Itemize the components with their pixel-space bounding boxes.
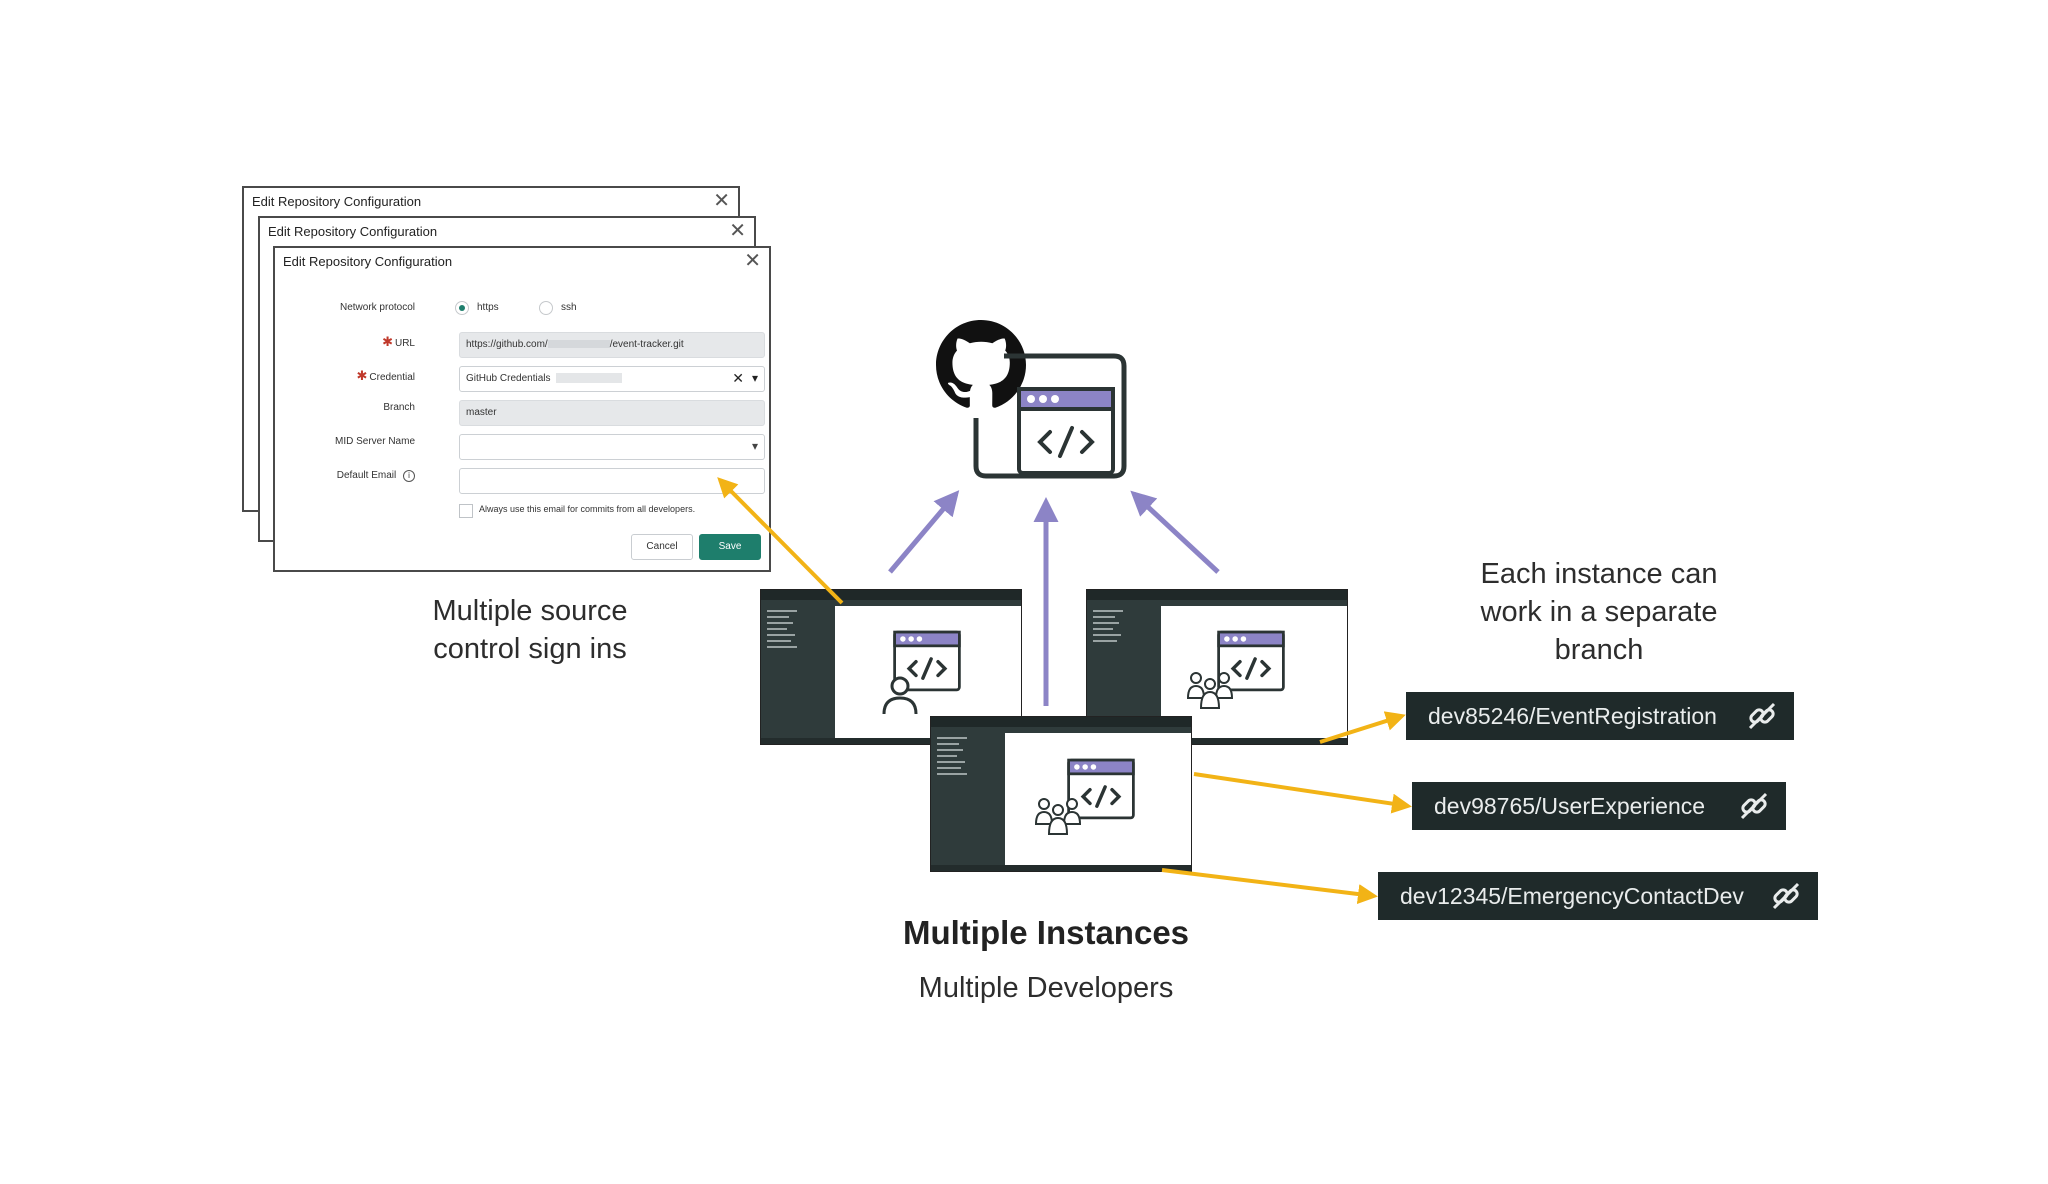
branch-name: dev85246/EventRegistration — [1428, 703, 1717, 729]
network-protocol-label: Network protocol — [339, 302, 415, 313]
dialog-front: Edit Repository Configuration ✕ Network … — [273, 246, 771, 572]
team-icon — [1034, 798, 1082, 835]
instance-screen-left — [760, 589, 1022, 745]
https-label: https — [477, 302, 499, 313]
chain-link-icon — [1748, 702, 1776, 730]
caption-source-control: Multiple source control sign ins — [432, 595, 628, 665]
required-icon: ✱ — [356, 368, 368, 383]
url-field[interactable]: https://github.com//event-tracker.git — [459, 332, 765, 358]
https-radio[interactable] — [455, 301, 469, 315]
developer-icon — [882, 676, 918, 715]
url-label: ✱URL — [382, 334, 415, 349]
main-title: Multiple Instances — [902, 914, 1190, 951]
ssh-radio[interactable] — [539, 301, 553, 315]
chain-link-icon — [1740, 792, 1768, 820]
arrow-to-dialog — [717, 477, 844, 605]
caption-branch-note: Each instance can work in a separate bra… — [1480, 558, 1718, 666]
default-email-input[interactable] — [459, 468, 765, 494]
mid-server-label: MID Server Name — [334, 436, 415, 447]
default-email-label: Default Email i — [275, 470, 415, 482]
close-icon[interactable]: ✕ — [713, 190, 730, 212]
github-icon — [936, 320, 1026, 408]
always-use-label: Always use this email for commits from a… — [479, 504, 696, 514]
dialog-title: Edit Repository Configuration — [283, 254, 453, 269]
arrow-to-branch-3 — [1161, 868, 1378, 904]
close-icon[interactable]: ✕ — [729, 220, 746, 242]
arrow-left-to-repo — [888, 490, 960, 574]
team-icon — [1186, 672, 1234, 709]
close-icon[interactable]: ✕ — [744, 250, 761, 272]
chevron-down-icon[interactable]: ▾ — [751, 439, 758, 453]
info-icon: i — [403, 470, 415, 482]
clear-icon[interactable]: ✕ — [732, 370, 744, 386]
main-subtitle: Multiple Developers — [918, 972, 1174, 1004]
branch-badge-2: dev98765/UserExperience — [1412, 782, 1786, 830]
branch-name: dev12345/EmergencyContactDev — [1400, 883, 1744, 909]
branch-badge-1: dev85246/EventRegistration — [1406, 692, 1794, 740]
save-button[interactable]: Save — [699, 534, 761, 560]
arrow-to-branch-2 — [1193, 772, 1412, 814]
branch-name: dev98765/UserExperience — [1434, 793, 1706, 819]
required-icon: ✱ — [382, 334, 393, 349]
code-window-icon — [1217, 630, 1285, 692]
ssh-label: ssh — [561, 302, 577, 313]
code-window-icon — [1017, 387, 1115, 475]
branch-field[interactable]: master — [459, 400, 765, 426]
branch-label: Branch — [383, 402, 415, 413]
dialog-title: Edit Repository Configuration — [252, 194, 422, 209]
repository-frame — [973, 353, 1127, 479]
code-window-icon — [1067, 758, 1135, 820]
cancel-button[interactable]: Cancel — [631, 534, 693, 560]
chevron-down-icon[interactable]: ▾ — [751, 371, 758, 385]
arrow-to-branch-1 — [1319, 711, 1406, 744]
always-use-checkbox[interactable] — [459, 504, 473, 518]
code-window-icon — [893, 630, 961, 692]
credential-label: ✱Credential — [356, 368, 416, 383]
chain-link-icon — [1772, 882, 1800, 910]
credential-select[interactable]: GitHub Credentials ✕ ▾ — [459, 366, 765, 392]
branch-badge-3: dev12345/EmergencyContactDev — [1378, 872, 1818, 920]
instance-screen-right — [1086, 589, 1348, 745]
mid-server-select[interactable]: ▾ — [459, 434, 765, 460]
dialog-title: Edit Repository Configuration — [268, 224, 438, 239]
arrow-right-to-repo — [1130, 490, 1220, 574]
